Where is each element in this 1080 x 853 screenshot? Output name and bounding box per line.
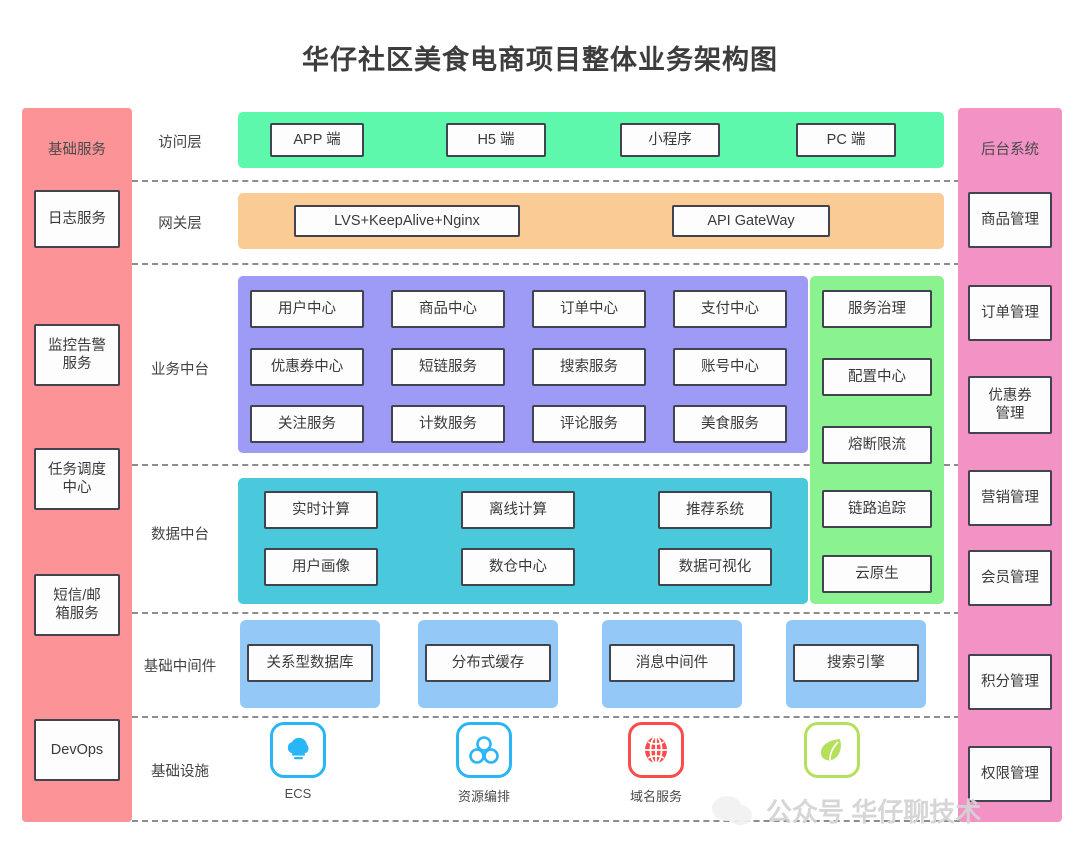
node-circuit-breaker[interactable]: 熔断限流: [822, 426, 932, 464]
sidebar-item-log-service[interactable]: 日志服务: [34, 190, 120, 248]
node-data-visualization[interactable]: 数据可视化: [658, 548, 772, 586]
sidebar-basic-services: 基础服务 日志服务 监控告警 服务 任务调度 中心 短信/邮 箱服务 DevOp…: [22, 108, 132, 822]
node-realtime-compute[interactable]: 实时计算: [264, 491, 378, 529]
sidebar-item-permission-mgmt[interactable]: 权限管理: [968, 746, 1052, 802]
layer-label-middleware: 基础中间件: [143, 659, 217, 675]
sidebar-item-product-mgmt[interactable]: 商品管理: [968, 192, 1052, 248]
node-pc-client[interactable]: PC 端: [796, 123, 896, 157]
sidebar-item-sms-email-service[interactable]: 短信/邮 箱服务: [34, 574, 120, 636]
layer-separator-4: [132, 612, 960, 614]
node-user-profile[interactable]: 用户画像: [264, 548, 378, 586]
node-coupon-center[interactable]: 优惠券中心: [250, 348, 364, 386]
node-shortlink-service[interactable]: 短链服务: [391, 348, 505, 386]
node-order-center[interactable]: 订单中心: [532, 290, 646, 328]
sidebar-right-heading: 后台系统: [981, 142, 1039, 158]
node-product-center[interactable]: 商品中心: [391, 290, 505, 328]
node-lvs-keepalive-nginx[interactable]: LVS+KeepAlive+Nginx: [294, 205, 520, 237]
node-account-center[interactable]: 账号中心: [673, 348, 787, 386]
sidebar-item-task-scheduling[interactable]: 任务调度 中心: [34, 448, 120, 510]
resource-orchestration-icon: [456, 722, 512, 778]
node-trace-tracking[interactable]: 链路追踪: [822, 490, 932, 528]
cloud-server-icon: [270, 722, 326, 778]
layer-separator-1: [132, 180, 960, 182]
node-food-service[interactable]: 美食服务: [673, 405, 787, 443]
node-api-gateway[interactable]: API GateWay: [672, 205, 830, 237]
node-search-service[interactable]: 搜索服务: [532, 348, 646, 386]
domain-globe-icon: [628, 722, 684, 778]
layer-label-infra: 基础设施: [151, 764, 209, 780]
node-payment-center[interactable]: 支付中心: [673, 290, 787, 328]
node-config-center[interactable]: 配置中心: [822, 358, 932, 396]
page-title: 华仔社区美食电商项目整体业务架构图: [302, 45, 778, 75]
node-recommendation[interactable]: 推荐系统: [658, 491, 772, 529]
sidebar-item-member-mgmt[interactable]: 会员管理: [968, 550, 1052, 606]
sidebar-item-marketing-mgmt[interactable]: 营销管理: [968, 470, 1052, 526]
node-message-middleware[interactable]: 消息中间件: [609, 644, 735, 682]
node-follow-service[interactable]: 关注服务: [250, 405, 364, 443]
infra-label-ecs: ECS: [284, 786, 312, 801]
infra-item-leaf-cloud[interactable]: [762, 722, 902, 786]
node-search-engine[interactable]: 搜索引擎: [793, 644, 919, 682]
layer-label-business: 业务中台: [151, 362, 209, 378]
sidebar-item-monitoring-alert[interactable]: 监控告警 服务: [34, 324, 120, 386]
node-distributed-cache[interactable]: 分布式缓存: [425, 644, 551, 682]
layer-label-access: 访问层: [158, 135, 202, 151]
node-comment-service[interactable]: 评论服务: [532, 405, 646, 443]
layer-label-gateway: 网关层: [158, 216, 202, 232]
sidebar-backend-systems: 后台系统 商品管理 订单管理 优惠券 管理 营销管理 会员管理 积分管理 权限管…: [958, 108, 1062, 822]
node-miniprogram[interactable]: 小程序: [620, 123, 720, 157]
watermark-text: 公众号 华仔聊技术: [766, 797, 982, 827]
node-data-warehouse[interactable]: 数仓中心: [461, 548, 575, 586]
node-offline-compute[interactable]: 离线计算: [461, 491, 575, 529]
layer-separator-6: [132, 820, 960, 822]
leaf-cloud-icon: [804, 722, 860, 778]
sidebar-item-points-mgmt[interactable]: 积分管理: [968, 654, 1052, 710]
node-user-center[interactable]: 用户中心: [250, 290, 364, 328]
infra-label-resource-orchestration: 资源编排: [457, 789, 510, 804]
infra-item-resource-orchestration[interactable]: 资源编排: [414, 722, 554, 805]
node-counter-service[interactable]: 计数服务: [391, 405, 505, 443]
sidebar-item-coupon-mgmt[interactable]: 优惠券 管理: [968, 376, 1052, 434]
layer-separator-2: [132, 263, 960, 265]
infra-label-domain-service: 域名服务: [629, 789, 682, 804]
layer-separator-5: [132, 716, 960, 718]
sidebar-left-heading: 基础服务: [48, 142, 106, 158]
node-app-client[interactable]: APP 端: [270, 123, 364, 157]
node-h5-client[interactable]: H5 端: [446, 123, 546, 157]
node-relational-database[interactable]: 关系型数据库: [247, 644, 373, 682]
sidebar-item-devops[interactable]: DevOps: [34, 719, 120, 781]
node-cloud-native[interactable]: 云原生: [822, 555, 932, 593]
infra-item-ecs[interactable]: ECS: [228, 722, 368, 801]
node-service-governance[interactable]: 服务治理: [822, 290, 932, 328]
watermark: 公众号 华仔聊技术: [712, 792, 981, 829]
infra-item-domain-service[interactable]: 域名服务: [586, 722, 726, 805]
sidebar-item-order-mgmt[interactable]: 订单管理: [968, 285, 1052, 341]
layer-label-data: 数据中台: [151, 527, 209, 543]
layer-separator-3: [132, 464, 960, 466]
